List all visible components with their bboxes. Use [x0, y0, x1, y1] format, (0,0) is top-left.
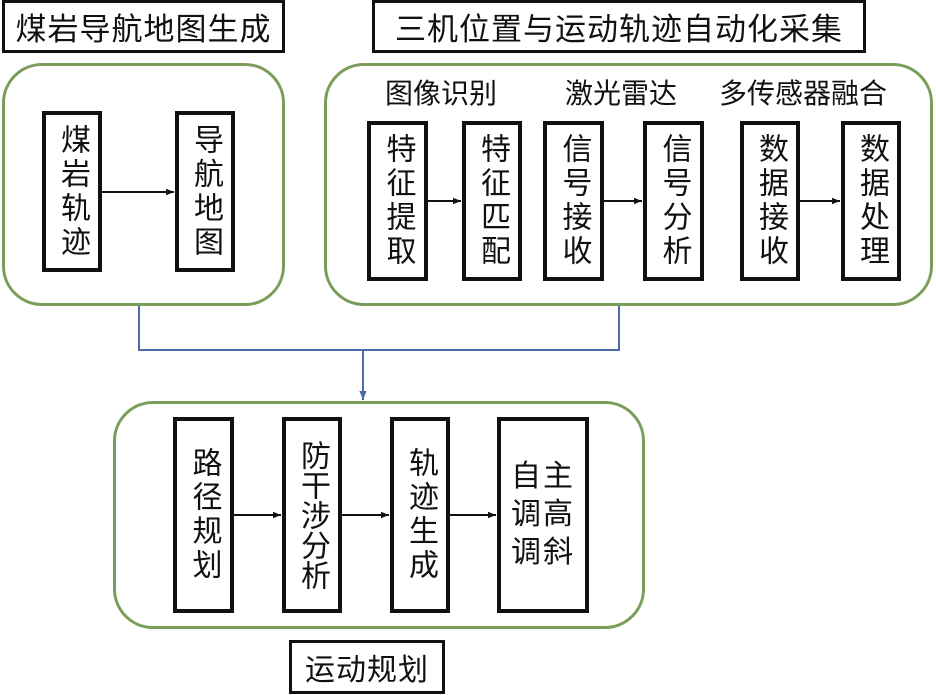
node-auto-height-tilt-adjust: 自主调高调斜 — [497, 417, 589, 613]
motion-planning-title: 运动规划 — [289, 640, 445, 694]
node-label: 轨迹生成 — [403, 447, 438, 583]
group-label-lidar: 激光雷达 — [565, 77, 678, 110]
node-interference-analysis: 防干涉分析 — [282, 417, 342, 613]
node-signal-analysis: 信号分析 — [643, 121, 704, 281]
node-trajectory-generation: 轨迹生成 — [390, 417, 450, 613]
node-navigation-map: 导航地图 — [175, 111, 235, 272]
node-coal-rock-trajectory: 煤岩轨迹 — [42, 111, 102, 272]
node-data-reception: 数据接收 — [740, 121, 800, 281]
group-label-multi-sensor-fusion: 多传感器融合 — [719, 77, 888, 110]
collection-title: 三机位置与运动轨迹自动化采集 — [372, 0, 866, 53]
node-signal-reception: 信号接收 — [543, 121, 604, 281]
node-label: 煤岩轨迹 — [55, 123, 90, 260]
node-path-planning: 路径规划 — [173, 417, 234, 613]
node-label: 导航地图 — [188, 123, 223, 260]
node-feature-extraction: 特征提取 — [367, 121, 428, 281]
group-label-image-recognition: 图像识别 — [385, 77, 498, 110]
node-label: 特征匹配 — [475, 133, 510, 269]
node-feature-matching: 特征匹配 — [462, 121, 522, 281]
node-label: 数据处理 — [854, 133, 889, 269]
node-label: 自主调高调斜 — [511, 459, 575, 570]
node-label: 信号接收 — [556, 133, 592, 269]
node-label: 路径规划 — [186, 447, 222, 583]
node-label: 数据接收 — [753, 133, 788, 269]
merge-line — [138, 306, 620, 351]
node-label: 信号分析 — [656, 133, 692, 269]
node-data-processing: 数据处理 — [841, 121, 901, 281]
node-label: 特征提取 — [380, 133, 416, 269]
node-label: 防干涉分析 — [295, 440, 330, 590]
map-generation-title: 煤岩导航地图生成 — [2, 0, 285, 53]
